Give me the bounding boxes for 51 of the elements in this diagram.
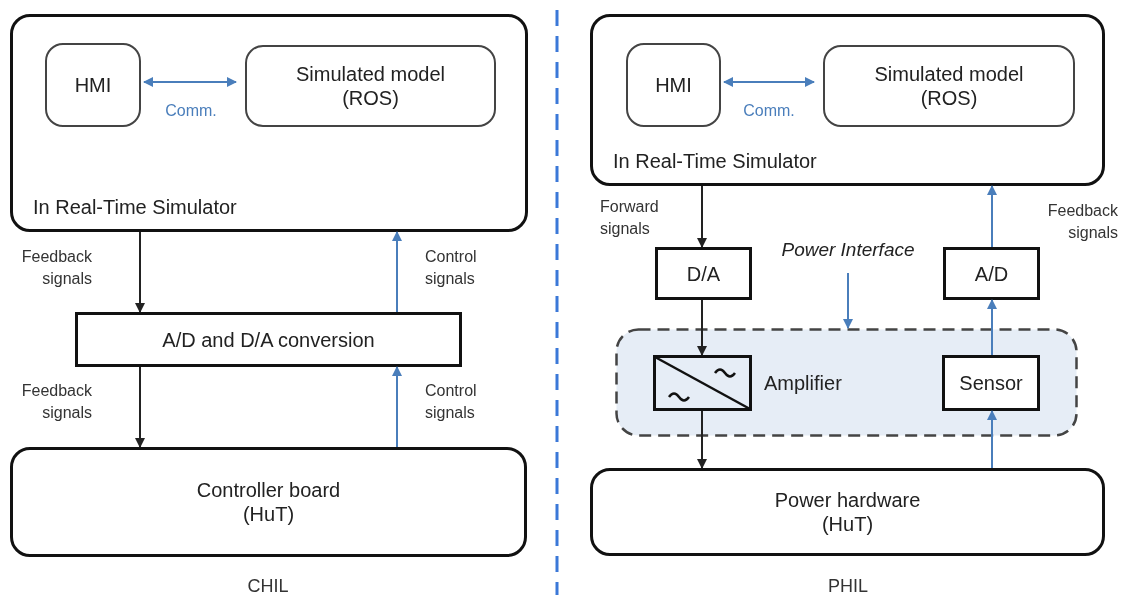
arrow — [987, 299, 997, 356]
process-box — [75, 312, 462, 367]
node-label: Simulated model (ROS) — [873, 62, 1025, 110]
component-label: Amplifier — [764, 371, 842, 395]
block-box — [10, 14, 528, 232]
arrow — [987, 410, 997, 469]
edge-label: Control signals — [425, 381, 478, 423]
arrow — [697, 299, 707, 356]
annotation-label: Power Interface — [781, 238, 915, 262]
block-box — [590, 468, 1105, 556]
edge-label: Feedback signals — [20, 247, 92, 289]
arrow — [135, 366, 145, 448]
node-label: Controller board (HuT) — [195, 478, 342, 526]
arrow — [843, 272, 853, 329]
block-box — [10, 447, 527, 557]
edge-label: Comm. — [742, 101, 796, 121]
process-box — [45, 43, 141, 127]
node-label: HMI — [655, 73, 692, 97]
amplifier-symbol — [653, 355, 752, 411]
node-label: A/D — [974, 261, 1009, 286]
node-label: A/D and D/A conversion — [162, 327, 375, 352]
node-label: Simulated model (ROS) — [295, 62, 446, 110]
node-label: Sensor — [959, 371, 1023, 395]
interface-region — [615, 328, 1078, 437]
arrow — [392, 231, 402, 313]
process-box — [655, 247, 752, 300]
edge-label: Feedback signals — [20, 381, 92, 423]
node-label: HMI — [74, 73, 112, 97]
process-box — [943, 247, 1040, 300]
arrow — [143, 77, 237, 87]
arrow — [697, 410, 707, 469]
arrow — [723, 77, 815, 87]
edge-label: Control signals — [425, 247, 478, 289]
panel-label: PHIL — [827, 575, 869, 598]
node-label: In Real-Time Simulator — [613, 149, 817, 173]
process-box — [626, 43, 721, 127]
edge-label: Forward signals — [600, 197, 660, 239]
arrow — [392, 366, 402, 448]
edge-label: Comm. — [164, 101, 218, 121]
process-box — [823, 45, 1075, 127]
node-label: In Real-Time Simulator — [33, 195, 237, 219]
node-label: Power hardware (HuT) — [773, 488, 922, 536]
edge-label: Feedback signals — [1046, 201, 1118, 243]
node-label: D/A — [686, 261, 721, 286]
panel-label: CHIL — [246, 575, 290, 598]
arrow — [135, 231, 145, 313]
process-box — [942, 355, 1040, 411]
arrow — [987, 185, 997, 248]
arrow — [697, 185, 707, 248]
block-box — [590, 14, 1105, 186]
process-box — [245, 45, 496, 127]
